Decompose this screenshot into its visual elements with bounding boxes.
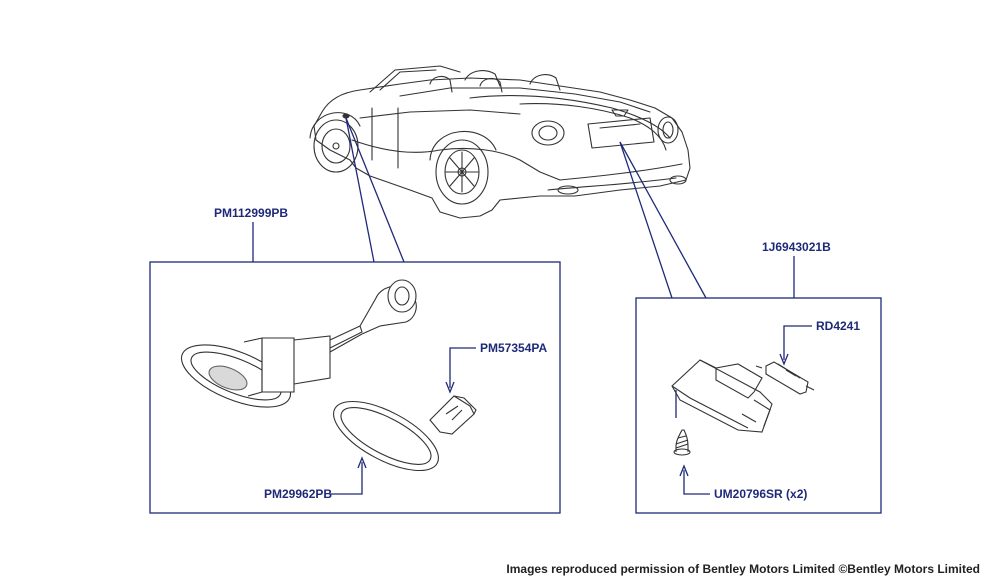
number-plate-lamp-icon[interactable]: [671, 359, 773, 433]
side-repeater-group: [149, 222, 561, 514]
copyright-credit: Images reproduced permission of Bentley …: [506, 562, 980, 576]
number-plate-lamp-assembly-label[interactable]: 1J6943021B: [762, 240, 831, 254]
side-repeater-lamp-icon[interactable]: [173, 279, 417, 420]
side-repeater-bulb-label[interactable]: PM57354PA: [480, 341, 548, 355]
convertible-car-icon: [309, 65, 691, 219]
side-repeater-gasket-label[interactable]: PM29962PB: [264, 487, 333, 501]
side-repeater-frame: [149, 261, 561, 514]
number-plate-screw-label[interactable]: UM20796SR (x2): [714, 487, 808, 501]
side-repeater-assembly-label[interactable]: PM112999PB: [214, 206, 289, 220]
callout-arrows-right: [675, 325, 812, 495]
callout-arrows-left: [330, 347, 476, 495]
number-plate-lamp-frame: [635, 297, 882, 514]
festoon-bulb-icon[interactable]: [755, 361, 815, 395]
number-plate-bulb-label[interactable]: RD4241: [816, 319, 861, 333]
callout-lines: [345, 117, 707, 299]
number-plate-lamp-group: [635, 256, 882, 514]
oval-gasket-icon[interactable]: [324, 388, 449, 485]
screw-icon[interactable]: [673, 429, 691, 456]
wedge-bulb-icon[interactable]: [429, 395, 477, 435]
